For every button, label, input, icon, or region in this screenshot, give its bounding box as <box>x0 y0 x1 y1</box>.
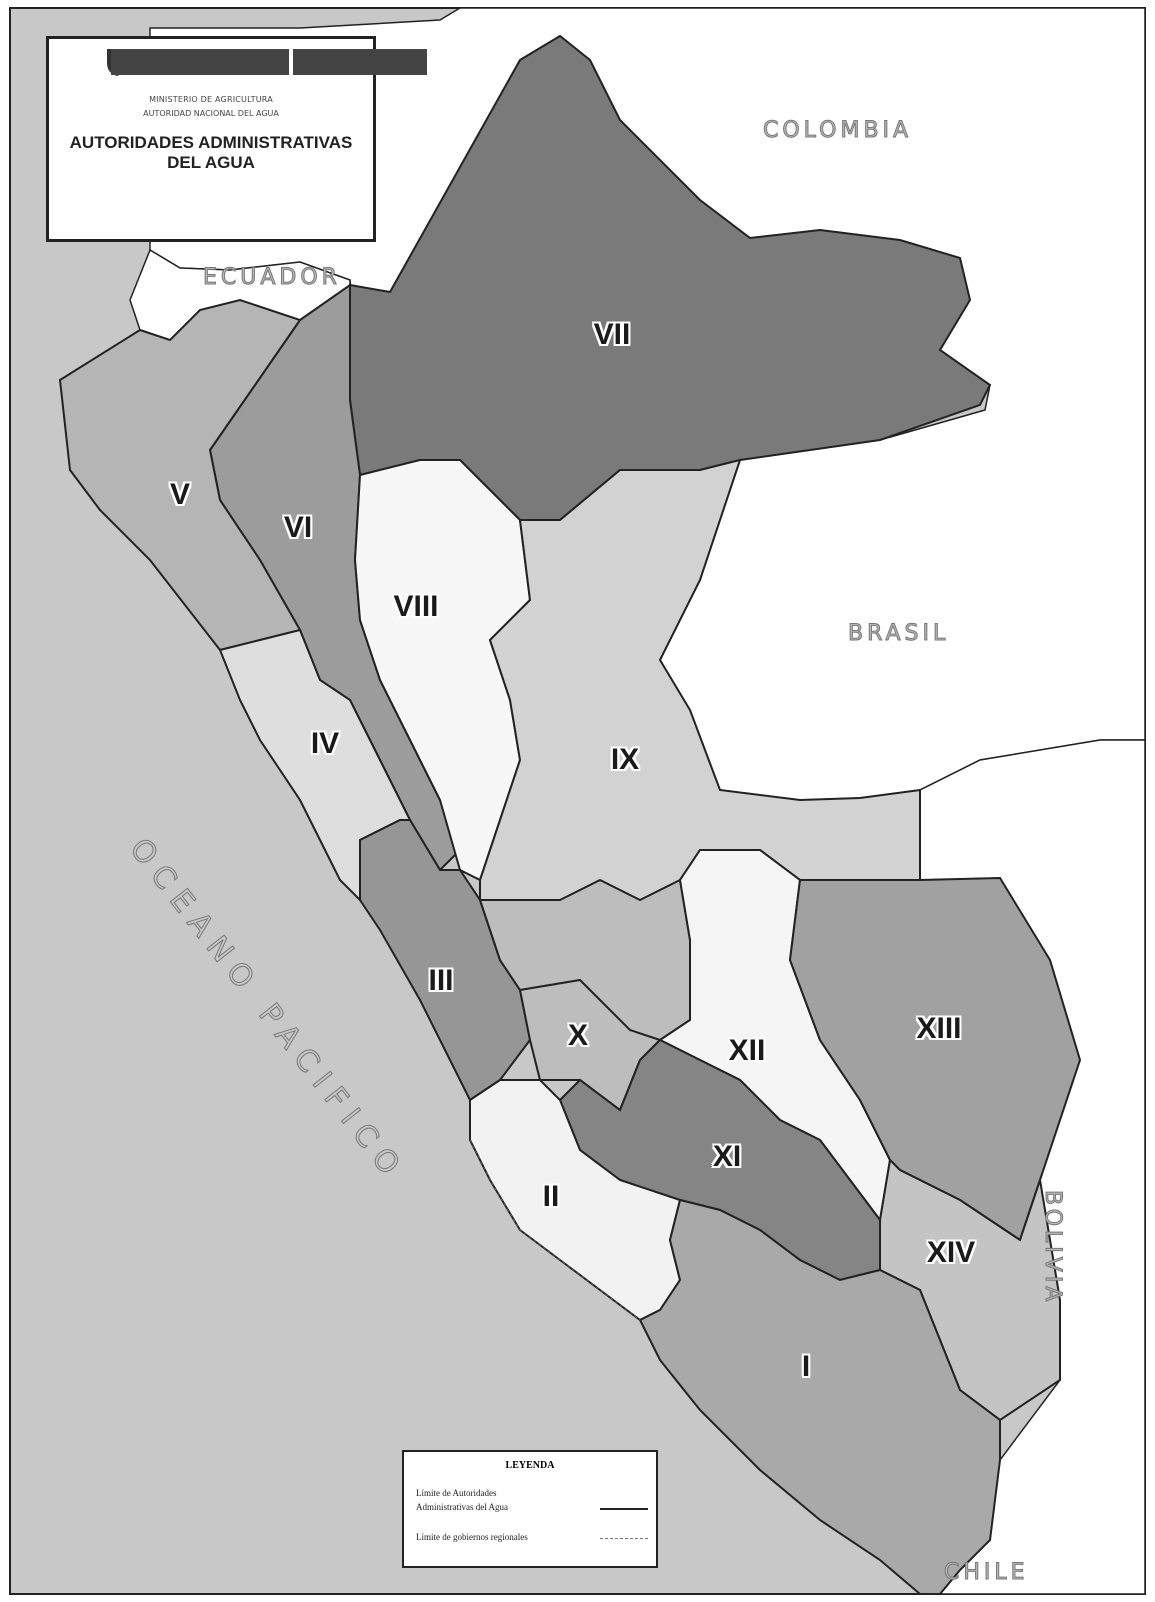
legend-item-aaa-line2: Administrativas del Agua <box>416 1502 508 1512</box>
country-label-bolivia: BOLIVIA <box>1040 1190 1066 1306</box>
map-title-line2: DEL AGUA <box>167 153 255 172</box>
region-label-IV[interactable]: IV <box>310 727 340 760</box>
region-label-V[interactable]: V <box>169 478 191 511</box>
agency-name: AUTORIDAD NACIONAL DEL AGUA <box>143 109 279 118</box>
region-I-shape <box>638 1198 1001 1595</box>
legend-item-aaa-line1: Límite de Autoridades <box>416 1488 497 1498</box>
legend-item-regional: Límite de gobiernos regionales <box>416 1532 528 1542</box>
region-label-XIII[interactable]: XIII <box>916 1012 962 1045</box>
region-V-shape <box>58 298 302 652</box>
coastline-detail <box>469 1139 641 1321</box>
region-label-XII[interactable]: XII <box>728 1034 766 1067</box>
region-label-VI[interactable]: VI <box>283 511 313 544</box>
region-label-VII[interactable]: VII <box>593 318 631 351</box>
region-label-I[interactable]: I <box>801 1350 811 1383</box>
region-label-XI[interactable]: XI <box>712 1140 742 1173</box>
region-label-X[interactable]: X <box>567 1019 589 1052</box>
map-title: AUTORIDADES ADMINISTRATIVAS DEL AGUA <box>49 133 373 173</box>
country-label-brasil: BRASIL <box>847 621 950 647</box>
country-label-colombia: COLOMBIA <box>762 118 913 144</box>
header-bar-agency <box>293 49 427 75</box>
legend-title: LEYENDA <box>505 1460 555 1471</box>
region-label-II[interactable]: II <box>542 1180 560 1213</box>
country-label-ecuador: ECUADOR <box>203 265 341 291</box>
legend-line-aaa-boundary <box>600 1508 648 1510</box>
region-label-XIV[interactable]: XIV <box>926 1236 976 1269</box>
region-label-III[interactable]: III <box>428 964 454 997</box>
map-title-line1: AUTORIDADES ADMINISTRATIVAS <box>69 133 353 152</box>
region-label-VIII[interactable]: VIII <box>393 590 439 623</box>
legend-line-regional-boundary <box>600 1538 648 1539</box>
region-label-IX[interactable]: IX <box>610 743 640 776</box>
country-label-chile: CHILE <box>944 1560 1029 1586</box>
map-legend: LEYENDA Límite de Autoridades Administra… <box>402 1450 658 1568</box>
ministry-name: MINISTERIO DE AGRICULTURA <box>149 95 273 104</box>
map-title-box: MINISTERIO DE AGRICULTURA AUTORIDAD NACI… <box>46 36 427 242</box>
header-bar-ministry <box>111 49 289 75</box>
